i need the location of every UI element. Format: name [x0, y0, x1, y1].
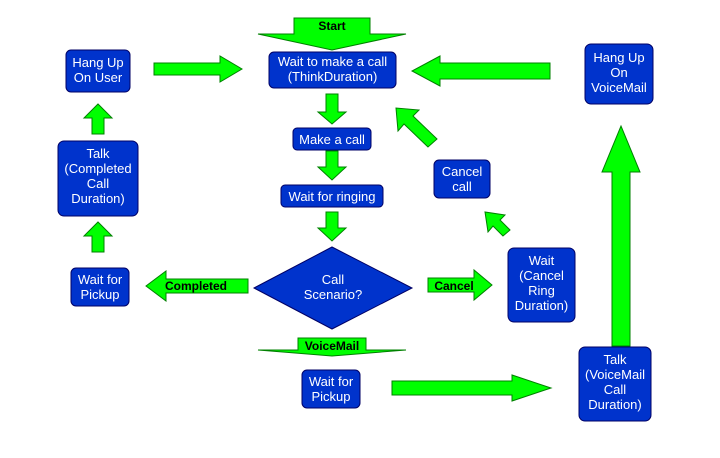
node-text-line: Wait: [529, 253, 555, 268]
node-text-line: Hang Up: [72, 55, 123, 70]
arrow-voicemail-hangup-to-wait: [410, 55, 551, 87]
arrow-talkvm-to-hangupvm: [601, 124, 641, 347]
node-text-line: Talk: [603, 352, 627, 367]
wait-for-pickup-left-node: [70, 267, 130, 307]
arrow-pickup-to-talk: [82, 221, 114, 253]
node-text-line: Cancel: [442, 164, 483, 179]
node-text-line: On User: [74, 70, 123, 85]
node-text-line: Make a call: [299, 132, 365, 147]
cancel-arrow: [427, 268, 493, 302]
node-text-line: call: [452, 179, 472, 194]
node-text-line: Call: [322, 272, 345, 287]
node-text-line: Wait for ringing: [289, 189, 376, 204]
wait-for-ringing-node: [280, 184, 384, 208]
start-label: Start: [318, 19, 345, 33]
talk-completed-node: [57, 140, 139, 217]
cancel-call-node: [433, 159, 491, 199]
node-text-line: Pickup: [80, 287, 119, 302]
node-text-line: Scenario?: [304, 287, 363, 302]
hang-up-on-user-node: [65, 49, 131, 93]
node-text-line: Ring: [528, 283, 555, 298]
node-text-line: (ThinkDuration): [288, 69, 378, 84]
completed-label: Completed: [165, 279, 227, 293]
node-text-line: Wait to make a call: [278, 54, 387, 69]
node-text-line: Pickup: [311, 389, 350, 404]
make-call-node: [292, 127, 372, 151]
voicemail-label: VoiceMail: [305, 339, 359, 353]
arrow-pickup-to-talkvm: [391, 374, 553, 402]
voicemail-arrow: [257, 337, 407, 357]
wait-for-pickup-bottom-node: [301, 369, 361, 409]
arrow-ringing-to-scenario: [316, 211, 348, 242]
arrow-waitcancel-to-cancel: [484, 211, 511, 237]
arrow-wait-to-make: [316, 93, 348, 125]
node-text-line: VoiceMail: [591, 80, 647, 95]
wait-to-make-call-node: [268, 51, 397, 89]
cancel-label: Cancel: [434, 279, 473, 293]
call-scenario-decision: [252, 246, 414, 330]
node-text-line: Duration): [588, 397, 641, 412]
start-arrow: [257, 17, 407, 51]
node-text-line: (Cancel: [519, 268, 564, 283]
arrow-talk-to-hangup: [82, 103, 114, 135]
node-text-line: Hang Up: [593, 50, 644, 65]
node-text-line: Duration): [71, 191, 124, 206]
completed-arrow: [145, 270, 249, 302]
wait-to-make-call-text: Wait to make a call(ThinkDuration): [278, 54, 387, 84]
arrow-cancel-to-wait: [395, 107, 438, 148]
node-text-line: Wait for: [309, 374, 354, 389]
node-text-line: Duration): [515, 298, 568, 313]
arrow-hangup-to-wait: [153, 55, 243, 83]
hang-up-on-voicemail-node: [584, 43, 654, 105]
node-text-line: Wait for: [78, 272, 123, 287]
node-text-line: On: [610, 65, 627, 80]
node-text-line: (Completed: [64, 161, 131, 176]
node-text-line: Call: [604, 382, 627, 397]
node-text-line: Talk: [86, 146, 110, 161]
make-call-text: Make a call: [299, 132, 365, 147]
talk-voicemail-node: [578, 346, 652, 422]
node-text-line: Call: [87, 176, 110, 191]
node-text-line: (VoiceMail: [585, 367, 645, 382]
arrow-make-to-ringing: [316, 150, 348, 181]
wait-cancel-ring-node: [507, 247, 576, 323]
wait-for-ringing-text: Wait for ringing: [289, 189, 376, 204]
